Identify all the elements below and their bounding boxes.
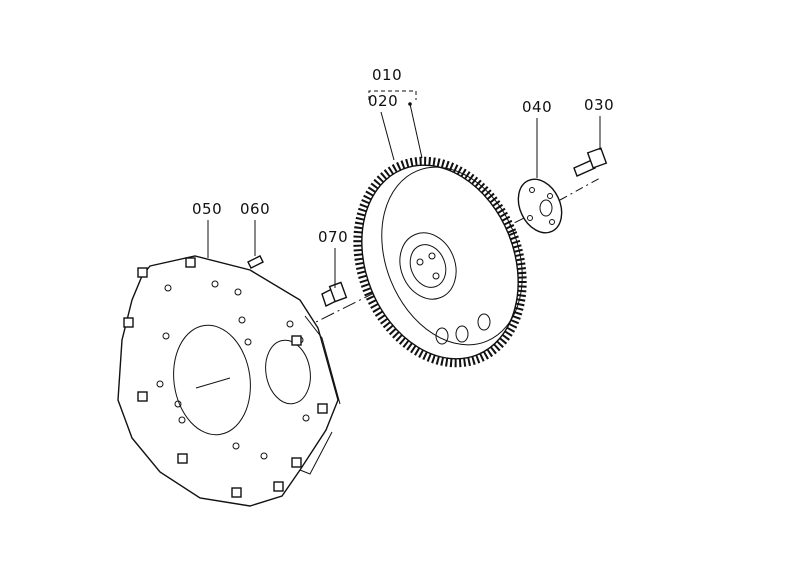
callout-060: 060 bbox=[240, 200, 271, 218]
callout-070: 070 bbox=[318, 228, 349, 246]
leader-lines bbox=[207, 90, 601, 288]
housing-plate-050 bbox=[117, 255, 341, 507]
bolt-030 bbox=[573, 147, 608, 177]
bolt-070 bbox=[321, 281, 348, 307]
dowel-pin-060 bbox=[247, 255, 264, 269]
callout-010: 010 bbox=[372, 66, 403, 84]
flywheel-010-020 bbox=[353, 156, 527, 368]
plate-corner-bosses bbox=[123, 257, 328, 498]
callout-040: 040 bbox=[522, 98, 553, 116]
plate-040 bbox=[517, 178, 563, 234]
callout-030: 030 bbox=[584, 96, 615, 114]
callout-050: 050 bbox=[192, 200, 223, 218]
callout-020: 020 bbox=[368, 92, 399, 110]
